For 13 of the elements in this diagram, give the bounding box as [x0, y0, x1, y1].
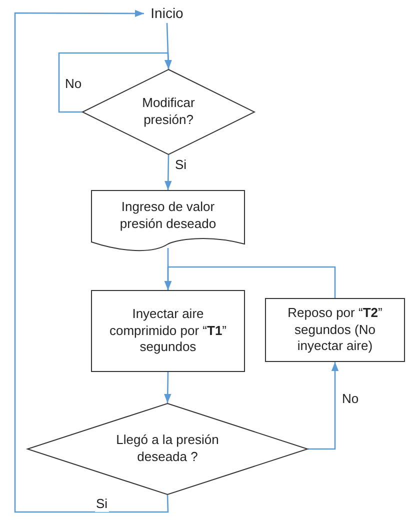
arrow	[164, 372, 172, 404]
start-label: Inicio	[150, 4, 184, 23]
arrow	[164, 266, 336, 298]
process-box: Inyectar aire comprimido por “T1” segundos	[91, 290, 245, 372]
decision-text: Llegó a la presión deseada ?	[115, 432, 220, 466]
arrow	[58, 52, 172, 113]
input-text: Ingreso de valor presión deseado	[118, 199, 218, 233]
arrow	[164, 155, 172, 190]
decision-text: Modificar presión?	[141, 95, 196, 129]
arrow	[14, 10, 169, 513]
process-box: Reposo por “T2” segundos (No inyectar aire)	[265, 298, 405, 362]
arrow	[308, 362, 339, 450]
edge-label: Si	[95, 496, 109, 512]
